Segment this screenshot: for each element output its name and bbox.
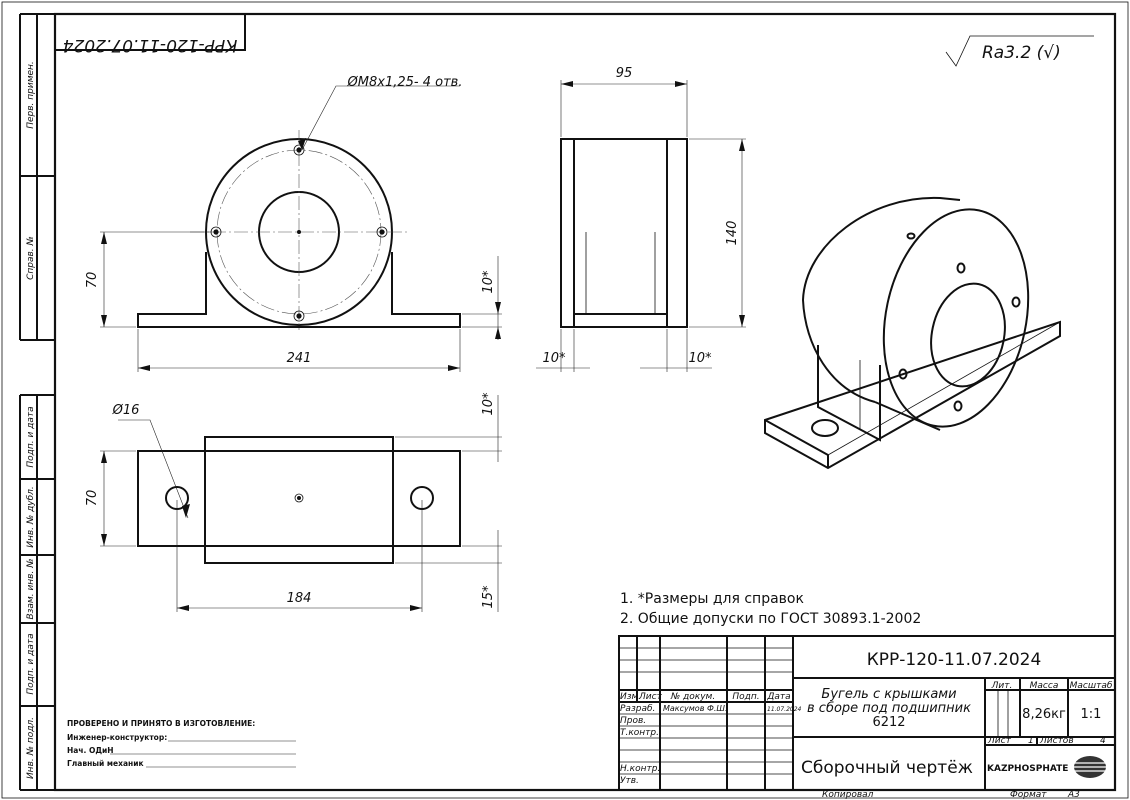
dim-10-right: 10* (688, 351, 712, 366)
dim-95: 95 (616, 66, 633, 81)
dim-140: 140 (725, 221, 740, 246)
dim-15: 15* (481, 585, 496, 609)
row-razrab: Разраб. (620, 704, 655, 714)
mass-value: 8,26кг (1022, 707, 1066, 722)
approval-chief-mechanic: Главный механик (67, 759, 144, 768)
col-doc: № докум. (670, 692, 715, 702)
approval-heading: ПРОВЕРЕНО И ПРИНЯТО В ИЗГОТОВЛЕНИЕ: (67, 719, 255, 728)
col-date: Дата (766, 692, 790, 702)
scale-value: 1:1 (1081, 707, 1102, 722)
dim-10-left: 10* (542, 351, 566, 366)
dim-10-plan: 10* (481, 392, 496, 416)
note-2: 2. Общие допуски по ГОСТ 30893.1-2002 (620, 611, 921, 627)
sheets-total: 4 (1100, 736, 1106, 746)
approval-head-odin: Нач. ОДиН (67, 746, 114, 755)
dim-70-plan: 70 (85, 490, 100, 507)
roughness-text: Ra3.2 (√) (982, 43, 1061, 63)
mirrored-designation: КРР-120-11.07.2024 (63, 35, 238, 55)
razrab-name: Максумов Ф.Ш. (663, 704, 727, 713)
title-designation: КРР-120-11.07.2024 (867, 650, 1042, 670)
title-name-line3: 6212 (872, 715, 905, 730)
scale-label: Масштаб (1070, 681, 1113, 691)
plan-view (100, 395, 502, 612)
dim-184: 184 (287, 591, 312, 606)
col-podp: Подп. (732, 692, 759, 702)
roughness-symbol (945, 35, 1094, 67)
format-value: А3 (1067, 790, 1080, 800)
sheet-label: Лист (987, 736, 1012, 746)
company-name: KAZPHOSPHATE (987, 764, 1068, 774)
left-side-strip (19, 13, 56, 791)
dim-241: 241 (287, 351, 312, 366)
approval-signature-lines (110, 740, 296, 768)
row-prov: Пров. (620, 716, 646, 726)
side-label-perv-primen: Перв. примен. (26, 61, 36, 129)
approval-engineer: Инженер-конструктор: (67, 733, 167, 742)
row-utv: Утв. (620, 776, 639, 786)
company-logo-icon (1074, 756, 1106, 778)
isometric-view (764, 196, 1061, 470)
side-label-inv-podl: Инв. № подл. (26, 717, 36, 779)
sheet-no: 1 (1028, 736, 1034, 746)
razrab-date: 11.07.2024 (767, 706, 802, 713)
side-view (536, 80, 746, 372)
row-tkontr: Т.контр. (620, 728, 659, 738)
lit-label: Лит. (991, 681, 1013, 691)
side-label-podp-data-2: Подп. и дата (26, 633, 36, 694)
front-view (100, 85, 502, 372)
title-doc-type: Сборочный чертёж (801, 758, 973, 778)
dim-10-front: 10* (481, 270, 496, 294)
title-block-grid (618, 635, 1116, 791)
title-name-line2: в сборе под подшипник (807, 701, 971, 716)
mass-label: Масса (1030, 681, 1059, 691)
dim-70-front: 70 (85, 272, 100, 289)
side-label-sprav-no: Справ. № (26, 236, 36, 280)
dim-d16: Ø16 (112, 403, 140, 418)
title-name-line1: Бугель с крышками (821, 687, 956, 702)
row-nkontr: Н.контр. (620, 764, 660, 774)
sheets-label: Листов (1039, 736, 1074, 746)
side-label-podp-data-1: Подп. и дата (26, 406, 36, 467)
format-label: Формат (1010, 790, 1047, 800)
note-1: 1. *Размеры для справок (620, 591, 804, 607)
copied-label: Копировал (822, 790, 874, 800)
side-label-vzam-inv: Взам. инв. № (26, 558, 36, 619)
col-list: Лист (638, 692, 663, 702)
side-label-inv-dubl: Инв. № дубл. (26, 486, 36, 548)
thread-note: ØM8x1,25- 4 отв. (347, 75, 463, 90)
mirrored-designation-box (54, 13, 246, 51)
col-izm: Изм. (620, 692, 641, 702)
